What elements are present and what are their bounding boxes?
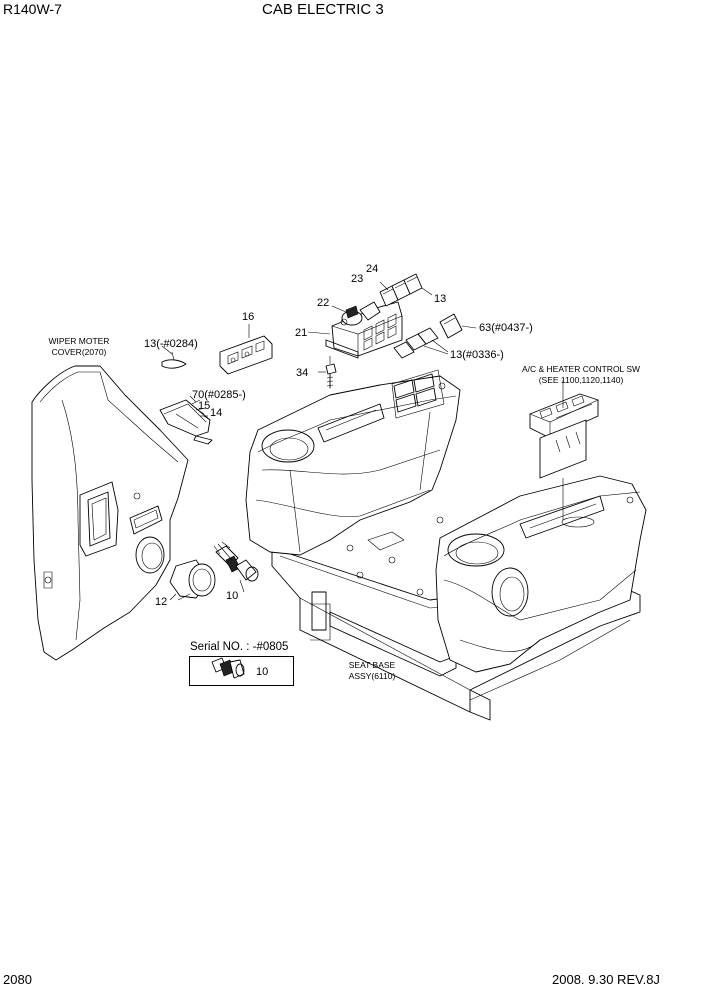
part-13-spring [161,351,187,369]
part-23-24-rocker-switches [379,273,433,307]
ac-heater-control-unit [529,380,599,520]
left-console-box [245,369,461,556]
seat-base-note-line2: ASSY(6110) [348,671,396,681]
serial-part-10 [211,657,245,679]
callout-24: 24 [366,263,379,275]
ac-heater-note: A/C & HEATER CONTROL SW (SEE 1100,1120,1… [506,364,656,386]
wiper-motor-cover [31,365,189,661]
callout-34: 34 [296,367,309,379]
callout-70: 70(#0285-) [192,389,246,401]
callout-16: 16 [242,311,255,323]
date-revision: 2008. 9.30 REV.8J [552,972,660,987]
part-16-switch-plate [219,324,273,375]
callout-10: 10 [226,590,239,602]
serial-number-label: Serial NO. : -#0805 [190,641,289,653]
part-12-gauge [169,559,216,601]
right-console-box [435,475,647,673]
page-number: 2080 [3,972,32,987]
callout-23: 23 [351,273,364,285]
callout-13-0336: 13(#0336-) [450,349,504,361]
part-34-bolt [325,356,337,389]
callout-15: 15 [198,400,211,412]
model-label: R140W-7 [3,1,62,17]
callout-10-serial: 10 [256,666,269,678]
page-title: CAB ELECTRIC 3 [262,1,384,18]
seat-base-note-line1: SEAT BASE [348,660,396,670]
part-13-covers [393,327,449,359]
callout-22: 22 [317,297,330,309]
leader-lines [161,305,347,671]
callout-13-0284: 13(-#0284) [144,338,198,350]
serial-box [189,656,294,686]
callout-14: 14 [210,407,223,419]
part-10-connector [213,541,259,593]
part-63-rocker [439,313,477,339]
ac-heater-note-line2: (SEE 1100,1120,1140) [538,375,624,385]
callout-12: 12 [155,596,168,608]
callout-13-top: 13 [434,293,447,305]
seat-base-note: SEAT BASE ASSY(6110) [334,660,410,682]
callout-21: 21 [295,327,308,339]
part-15-bracket [159,399,213,445]
ac-heater-note-line1: A/C & HEATER CONTROL SW [521,364,641,374]
part-21-switch-panel [325,301,403,359]
callout-63: 63(#0437-) [479,322,533,334]
wiper-cover-note: WIPER MOTER COVER(2070) [40,336,118,358]
wiper-cover-note-line2: COVER(2070) [51,347,107,357]
wiper-cover-note-line1: WIPER MOTER [48,336,110,346]
